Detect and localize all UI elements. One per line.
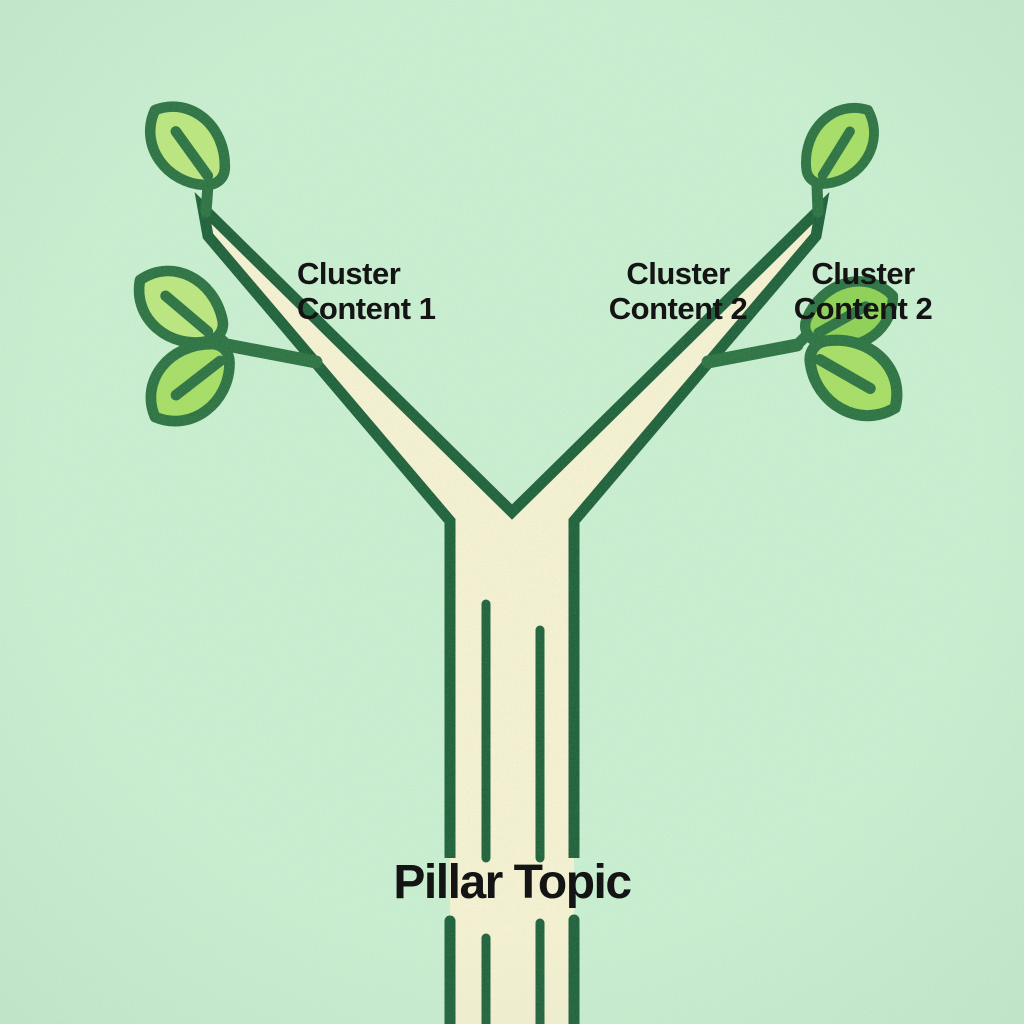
cluster-label-line: Cluster <box>811 256 915 291</box>
label-cluster-content-1: Cluster Content 1 <box>297 256 436 326</box>
label-pillar-topic: Pillar Topic <box>393 856 632 909</box>
cluster-label-line: Cluster <box>626 256 730 291</box>
cluster-label-line: Content 2 <box>608 291 748 326</box>
label-cluster-content-2-right: Cluster Content 2 <box>793 256 933 326</box>
cluster-label-line: Content 2 <box>793 291 933 326</box>
cluster-label-line: Cluster <box>297 256 401 291</box>
label-cluster-content-2-middle: Cluster Content 2 <box>608 256 748 326</box>
cluster-label-line: Content 1 <box>297 291 436 326</box>
